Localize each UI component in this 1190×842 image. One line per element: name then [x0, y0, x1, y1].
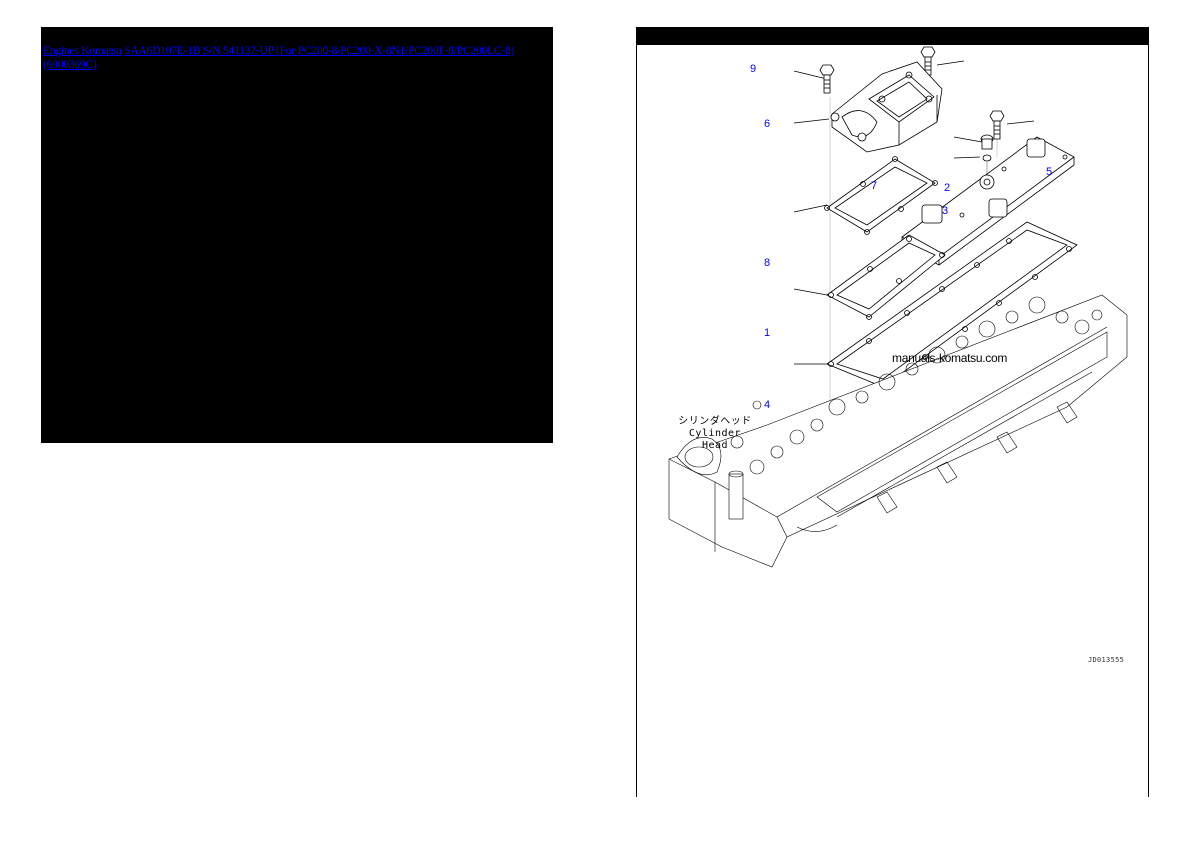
part-caption-jp: シリンダヘッド: [678, 416, 752, 427]
head-cover-5: [901, 136, 1075, 266]
bolt-9: [819, 64, 835, 94]
drawing-code: JD013555: [1088, 656, 1125, 664]
callout-4[interactable]: 4: [764, 399, 771, 411]
leader-line-9: [793, 70, 828, 80]
gasket-1: [826, 221, 1078, 388]
callout-3[interactable]: 3: [942, 205, 949, 217]
category-link[interactable]: Engines Komatsu: [43, 45, 122, 57]
callout-7[interactable]: 7: [871, 180, 878, 192]
callout-2[interactable]: 2: [944, 182, 951, 194]
gasket-8: [826, 234, 946, 320]
part-caption: シリンダヘッド Cylinder Head: [673, 416, 757, 452]
leader-line-6: [793, 118, 830, 124]
diagram-panel: 9 6 7 2 3 5 8 1 4 manuals-komatsu.com シリ…: [636, 27, 1149, 797]
watermark: manuals-komatsu.com: [892, 351, 1008, 365]
part-caption-en: Cylinder Head: [688, 428, 742, 451]
connector-housing-6: [830, 61, 943, 153]
cylinder-head-4: [668, 294, 1128, 568]
bolt-right: [989, 110, 1005, 140]
model-link[interactable]: SAA6D107E-1B S/N 541137-UP (For PC200-8/…: [43, 45, 515, 71]
gasket-7: [824, 156, 938, 235]
callout-5[interactable]: 5: [1046, 166, 1053, 178]
exploded-parts-diagram: [668, 46, 1128, 568]
breadcrumb: Engines Komatsu SAA6D107E-1B S/N 541137-…: [43, 44, 551, 72]
leader-line-8: [793, 288, 828, 296]
callout-6[interactable]: 6: [764, 118, 771, 130]
bolt-top: [920, 46, 936, 76]
plug: [980, 134, 994, 162]
diagram-header-bar: [636, 27, 1149, 45]
callout-8[interactable]: 8: [764, 257, 771, 269]
title-panel: Engines Komatsu SAA6D107E-1B S/N 541137-…: [41, 27, 553, 443]
leader-line-7: [793, 204, 828, 213]
callout-1[interactable]: 1: [764, 327, 771, 339]
callout-9[interactable]: 9: [750, 63, 757, 75]
